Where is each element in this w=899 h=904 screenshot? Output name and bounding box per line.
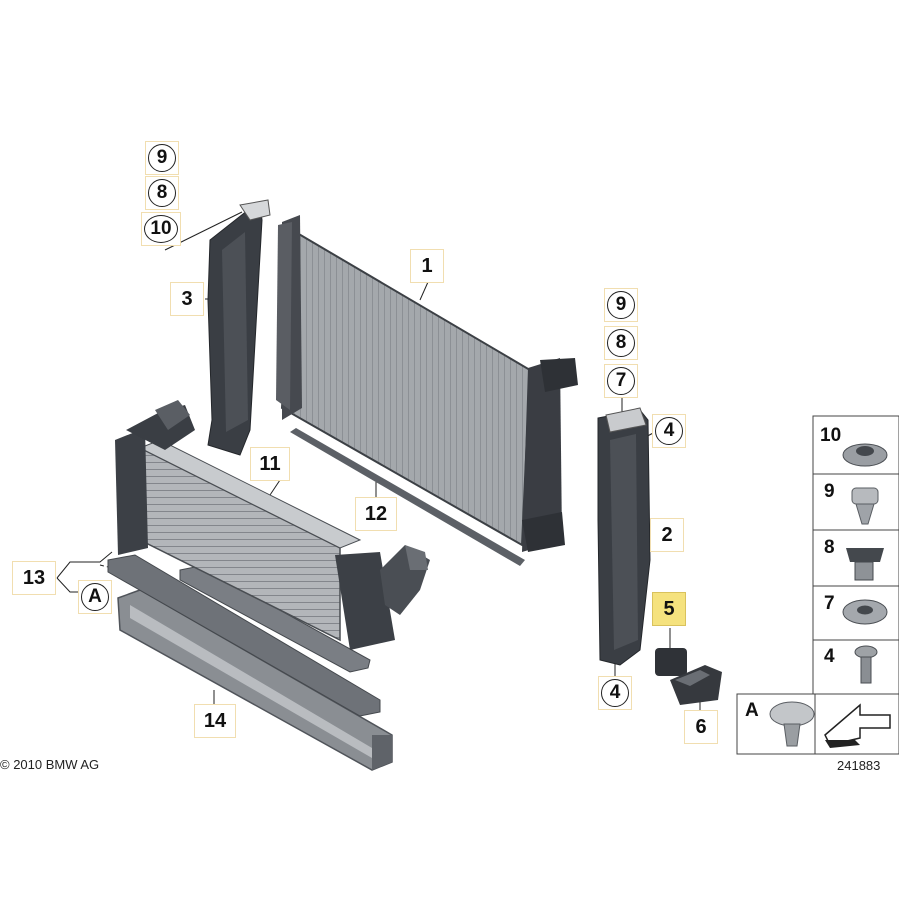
callout-2: 2 xyxy=(650,518,684,552)
callout-text: 10 xyxy=(144,215,178,243)
legend-label-A: A xyxy=(745,700,759,721)
legend-label-10: 10 xyxy=(820,425,842,446)
callout-A: A xyxy=(78,580,112,614)
callout-5-highlighted[interactable]: 5 xyxy=(652,592,686,626)
callout-text: 9 xyxy=(148,144,176,172)
callout-4-bottom: 4 xyxy=(598,676,632,710)
callout-10-left: 10 xyxy=(141,212,181,246)
callout-7-right: 7 xyxy=(604,364,638,398)
callout-text: 9 xyxy=(607,291,635,319)
part-14-bracket xyxy=(117,589,393,771)
callout-8-right: 8 xyxy=(604,326,638,360)
part-2-side-panel xyxy=(597,407,651,666)
copyright-text: © 2010 BMW AG xyxy=(0,757,100,772)
legend-panel xyxy=(736,415,899,755)
callout-text: 7 xyxy=(607,367,635,395)
part-11-intercooler xyxy=(115,400,430,650)
callout-text: A xyxy=(81,583,109,611)
callout-13: 13 xyxy=(12,561,56,595)
callout-8-left: 8 xyxy=(145,176,179,210)
callout-9-left: 9 xyxy=(145,141,179,175)
callout-9-right: 9 xyxy=(604,288,638,322)
diagram-number: 241883 xyxy=(837,758,881,773)
part-1-radiator xyxy=(276,215,578,552)
callout-11: 11 xyxy=(250,447,290,481)
callout-14: 14 xyxy=(194,704,236,738)
callout-text: 4 xyxy=(655,417,683,445)
callout-text: 4 xyxy=(601,679,629,707)
callout-3: 3 xyxy=(170,282,204,316)
callout-4-top: 4 xyxy=(652,414,686,448)
callout-12: 12 xyxy=(355,497,397,531)
callout-1: 1 xyxy=(410,249,444,283)
part-13-strip xyxy=(107,554,381,717)
legend-label-8: 8 xyxy=(824,537,835,558)
callout-text: 8 xyxy=(148,179,176,207)
part-5-6-mounts xyxy=(655,648,722,705)
callout-6: 6 xyxy=(684,710,718,744)
part-3-side-panel xyxy=(207,199,271,456)
legend-label-4: 4 xyxy=(824,646,835,667)
legend-label-9: 9 xyxy=(824,481,835,502)
callout-text: 8 xyxy=(607,329,635,357)
legend-label-7: 7 xyxy=(824,593,835,614)
part-12-seal-strip xyxy=(290,428,525,566)
